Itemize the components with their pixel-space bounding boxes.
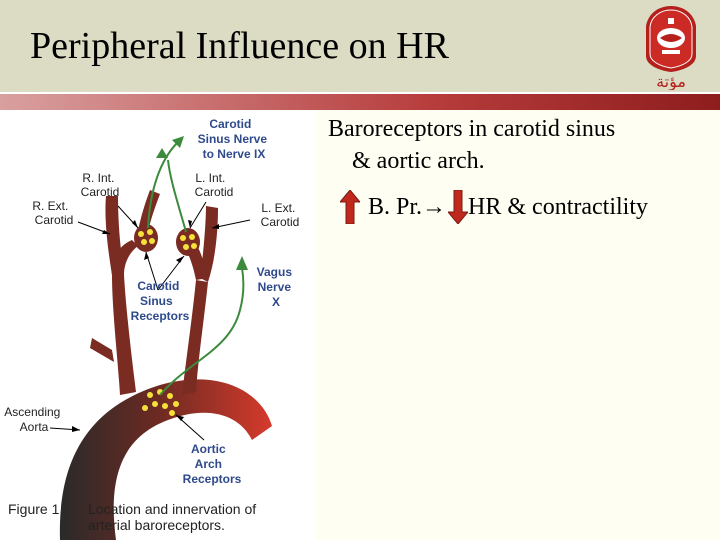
label-carotid-sinus-nerve-1: Carotid [209,117,251,131]
svg-text:Carotid Sinus Nerve: Carotid Sinus Nerve to Nerve IX [198,117,271,161]
label-l-int-carotid-2: Carotid [195,185,234,199]
label-r-ext-carotid-2: Carotid [35,213,74,227]
label-l-int-carotid-1: L. Int. [195,171,225,185]
baroreceptor-figure: Carotid Sinus Nerve to Nerve IX R. Int. … [4,117,300,540]
svg-text:R. Int. Carotid: R. Int. Carotid [81,171,120,199]
svg-text:Vagus Nerve X: Vagus Nerve X [257,265,296,309]
figure-caption-line1: Location and innervation of [88,501,256,517]
up-arrow-icon [340,190,360,224]
label-carotid-sinus-receptors-2: Sinus [140,294,173,308]
label-vagus-nerve-2: Nerve [258,280,292,294]
bullet-1-line-2: & aortic arch. [352,148,485,174]
label-r-int-carotid-1: R. Int. [82,171,114,185]
label-carotid-sinus-receptors-3: Receptors [131,309,190,323]
label-carotid-sinus-receptors-1: Carotid [137,279,179,293]
label-carotid-sinus-nerve-2: Sinus Nerve [198,132,268,146]
logo-text: مؤتة [656,72,686,90]
figure-caption-line2: arterial baroreceptors. [88,517,225,533]
bullet-2: B. Pr.→ HR & contractility [340,190,648,224]
label-ascending-aorta-1: Ascending [4,405,60,419]
svg-text:Carotid Sinus Rece: Carotid Sinus Receptors [131,279,190,323]
svg-text:R. Ext. Carotid: R. Ext. Carotid [32,199,73,227]
svg-text:L. Ext. Carotid: L. Ext. Carotid [261,201,300,229]
svg-text:L. Int. Carotid: L. Int. Carotid [195,171,234,199]
label-aortic-arch-receptors-1: Aortic [191,442,226,456]
label-r-ext-carotid-1: R. Ext. [32,199,68,213]
label-vagus-nerve-3: X [272,295,280,309]
label-carotid-sinus-nerve-3: to Nerve IX [203,147,266,161]
svg-text:Ascending Aorta: Ascending Aorta [4,405,63,434]
down-arrow-icon [448,190,469,224]
title-band [0,0,720,92]
label-r-int-carotid-2: Carotid [81,185,120,199]
label-aortic-arch-receptors-3: Receptors [183,472,242,486]
university-seal-icon: مؤتة [646,6,696,90]
label-vagus-nerve-1: Vagus [257,265,293,279]
text-panel [316,110,720,540]
svg-text:Aortic Arch Recept: Aortic Arch Receptors [183,442,242,486]
bullet-1-line-1: Baroreceptors in carotid sinus [328,116,616,142]
title-separator [0,94,720,110]
slide-title: Peripheral Influence on HR [30,25,449,67]
label-aortic-arch-receptors-2: Arch [195,457,222,471]
label-l-ext-carotid-2: Carotid [261,215,300,229]
bullet-2-text-1: B. Pr.→ [368,193,447,220]
aortic-arch [59,379,273,540]
bullet-2-text-2: HR & contractility [468,193,648,220]
label-l-ext-carotid-1: L. Ext. [261,201,295,215]
label-ascending-aorta-2: Aorta [20,420,49,434]
figure-caption-prefix: Figure 1. [8,501,63,517]
